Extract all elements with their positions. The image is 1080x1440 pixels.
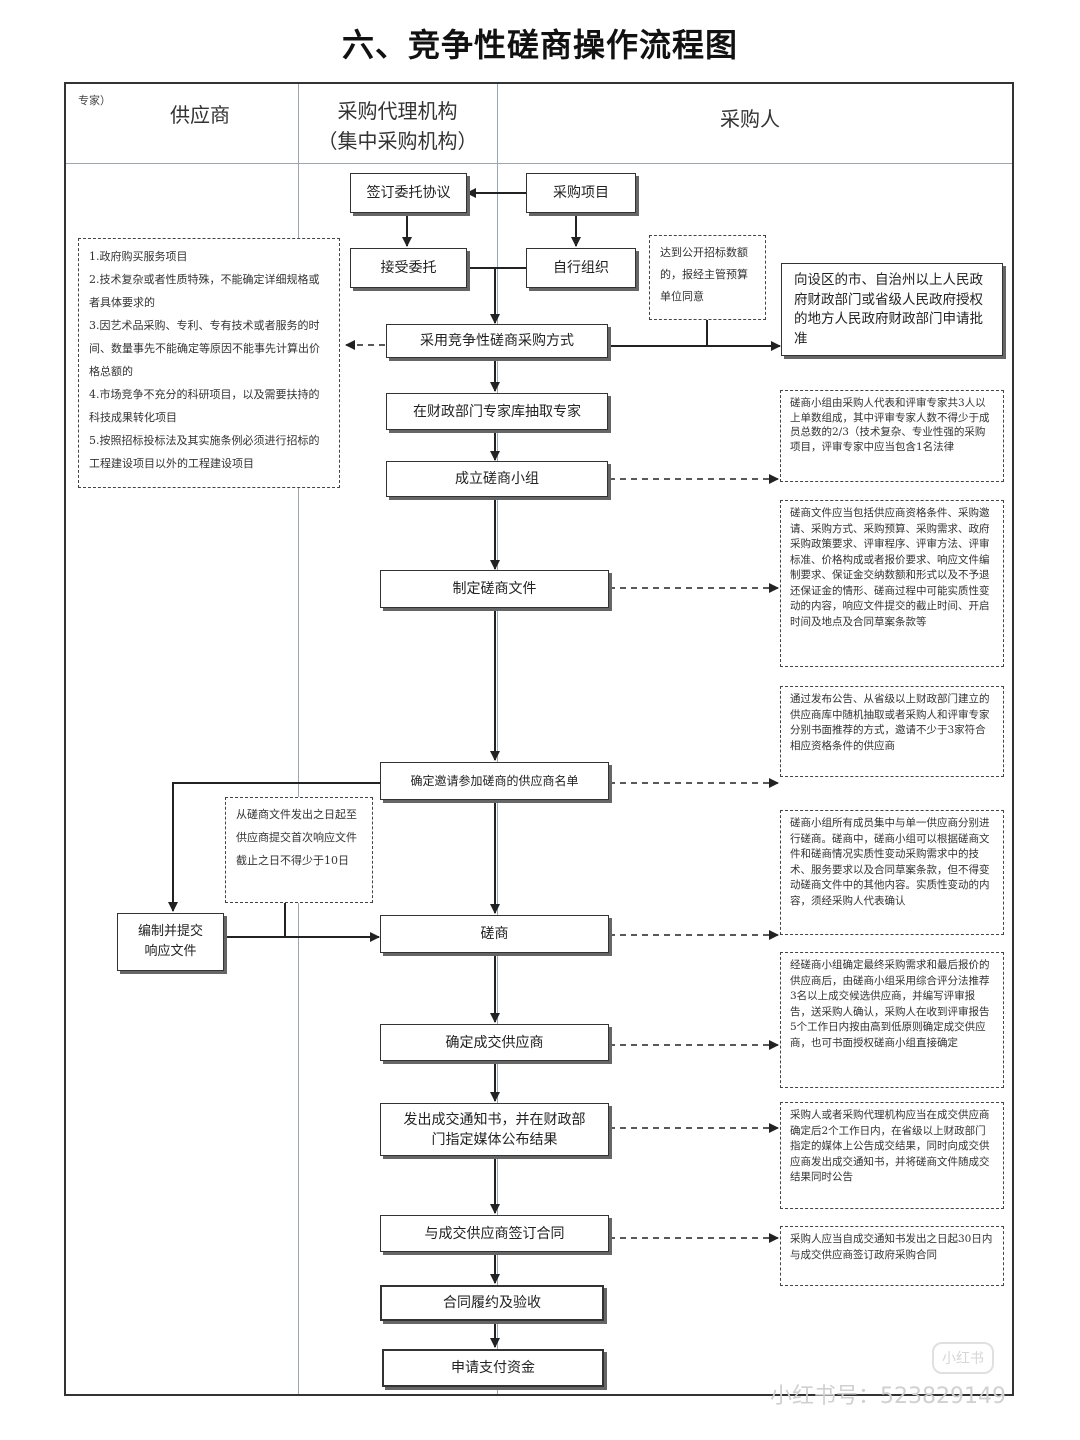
node-form-group: 成立磋商小组 xyxy=(386,461,608,497)
note-applicable-item: 1.政府购买服务项目 xyxy=(89,250,188,263)
node-determine-winner: 确定成交供应商 xyxy=(380,1024,609,1061)
node-consultation: 磋商 xyxy=(380,915,609,953)
node-issue-notice: 发出成交通知书，并在财政部 门指定媒体公布结果 xyxy=(380,1103,609,1156)
note-contract-deadline: 采购人应当自成交通知书发出之日起30日内与成交供应商签订政府采购合同 xyxy=(780,1226,1004,1286)
node-perform-contract: 合同履约及验收 xyxy=(380,1285,604,1321)
note-applicable-list: 1.政府购买服务项目 2.技术复杂或者性质特殊，不能确定详细规格或者具体要求的 … xyxy=(78,238,340,488)
node-purchase-project: 采购项目 xyxy=(526,173,636,213)
node-compile-response-line1: 编制并提交 xyxy=(137,924,203,939)
note-applicable-item: 5.按照招标投标法及其实施条例必须进行招标的工程建设项目以外的工程建设项目 xyxy=(89,434,320,470)
lane-header-agency-line2: （集中采购机构） xyxy=(317,129,478,153)
note-consult-process: 磋商小组所有成员集中与单一供应商分别进行磋商。磋商中，磋商小组可以根据磋商文件和… xyxy=(780,810,1004,935)
watermark-logo: 小红书 xyxy=(932,1342,994,1374)
arrow-list-to-compile xyxy=(168,782,381,912)
node-apply-payment: 申请支付资金 xyxy=(382,1349,604,1387)
lane-divider-agency-purchaser xyxy=(497,84,498,1394)
node-sign-agreement: 签订委托协议 xyxy=(350,173,467,213)
lane-header-separator xyxy=(66,163,1012,164)
lane-header-agency-line1: 采购代理机构 xyxy=(337,99,458,123)
note-notice-process: 采购人或者采购代理机构应当在成交供应商确定后2个工作日内，在省级以上财政部门指定… xyxy=(780,1102,1004,1209)
note-applicable-item: 2.技术复杂或者性质特殊，不能确定详细规格或者具体要求的 xyxy=(89,273,320,309)
note-docs-content: 磋商文件应当包括供应商资格条件、采购邀请、采购方式、采购预算、采购需求、政府采购… xyxy=(780,500,1004,667)
corner-note: 专家） xyxy=(78,94,111,107)
lane-header-purchaser: 采购人 xyxy=(720,107,780,131)
node-make-docs: 制定磋商文件 xyxy=(380,570,609,608)
note-public-tender: 达到公开招标数额的，报经主管预算单位同意 xyxy=(649,235,766,320)
note-applicable-item: 3.因艺术品采购、专利、专有技术或者服务的时间、数量事先不能确定等原因不能事先计… xyxy=(89,319,320,378)
note-invite-method: 通过发布公告、从省级以上财政部门建立的供应商库中随机抽取或者采购人和评审专家分别… xyxy=(780,686,1004,777)
flowchart-frame xyxy=(64,82,1014,1396)
node-adopt-method: 采用竞争性磋商采购方式 xyxy=(386,324,608,358)
node-issue-notice-line2: 门指定媒体公布结果 xyxy=(431,1131,558,1148)
node-approval: 向设区的市、自治州以上人民政府财政部门或省级人民政府授权的地方人民政府财政部门申… xyxy=(781,263,1003,356)
node-sign-contract: 与成交供应商签订合同 xyxy=(380,1215,609,1252)
node-compile-response: 编制并提交 响应文件 xyxy=(117,913,224,971)
node-issue-notice-line1: 发出成交通知书，并在财政部 xyxy=(403,1111,586,1128)
note-winner-process: 经磋商小组确定最终采购需求和最后报价的供应商后，由磋商小组采用综合评分法推荐3名… xyxy=(780,952,1004,1088)
node-compile-response-line2: 响应文件 xyxy=(144,944,197,959)
lane-header-agency: 采购代理机构 （集中采购机构） xyxy=(300,96,495,156)
note-applicable-item: 4.市场竞争不充分的科研项目，以及需要扶持的科技成果转化项目 xyxy=(89,388,320,424)
page-title: 六、竞争性磋商操作流程图 xyxy=(341,26,738,64)
lane-divider-supplier-agency xyxy=(298,84,299,1394)
node-self-organize: 自行组织 xyxy=(526,248,636,288)
note-deadline: 从磋商文件发出之日起至供应商提交首次响应文件截止之日不得少于10日 xyxy=(225,797,373,903)
lane-header-supplier: 供应商 xyxy=(170,103,230,127)
node-accept-entrust: 接受委托 xyxy=(350,248,467,288)
note-group-composition: 磋商小组由采购人代表和评审专家共3人以上单数组成，其中评审专家人数不得少于成员总… xyxy=(780,390,1004,482)
node-determine-list: 确定邀请参加磋商的供应商名单 xyxy=(380,762,609,800)
node-extract-experts: 在财政部门专家库抽取专家 xyxy=(386,393,608,430)
watermark-account: 小红书号：523829149 xyxy=(770,1384,1006,1409)
